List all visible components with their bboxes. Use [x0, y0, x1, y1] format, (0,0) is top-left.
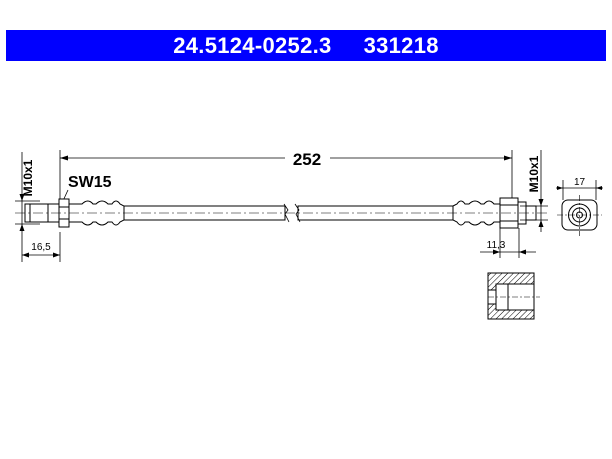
reference-number: 331218: [363, 32, 439, 58]
right-thread-label: M10x1: [527, 155, 541, 192]
wrench-size-label: SW15: [68, 174, 112, 191]
left-fitting-dimension: 16,5: [21, 232, 61, 262]
left-thread-dimension: M10x1: [15, 152, 40, 232]
end-diameter-label: 17: [574, 177, 586, 188]
title-banner: 24.5124-0252.3 331218: [6, 30, 606, 61]
length-dimension: 252: [59, 150, 513, 205]
hose-break-symbol: [283, 203, 301, 223]
right-fitting-label: 11,3: [487, 240, 506, 251]
part-number: 24.5124-0252.3: [173, 32, 332, 58]
right-thread-dimension: M10x1: [520, 150, 548, 232]
port-section-detail: [487, 272, 540, 320]
left-fitting-label: 16,5: [31, 242, 51, 253]
length-label: 252: [293, 150, 321, 169]
left-thread-label: M10x1: [21, 159, 35, 196]
right-fitting-dimension: 11,3: [480, 228, 536, 258]
end-view: 17: [556, 177, 603, 236]
